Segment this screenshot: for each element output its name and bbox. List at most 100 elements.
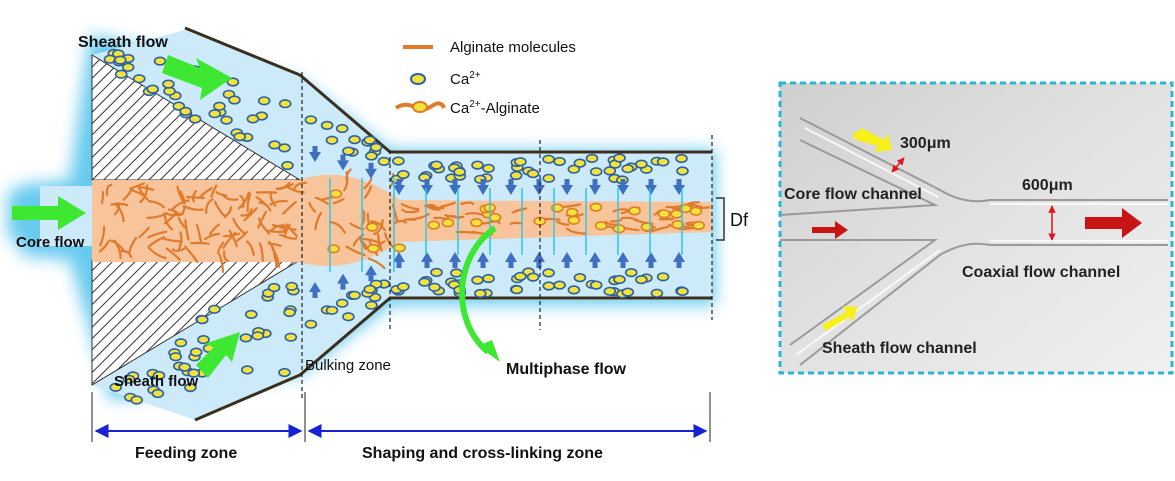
alginate-fiber xyxy=(165,247,181,261)
alginate-fiber xyxy=(370,220,386,232)
compression-arrow-stem xyxy=(648,179,654,185)
ca-ion xyxy=(179,106,192,116)
alginate-fiber xyxy=(269,192,277,207)
ca-ion xyxy=(603,286,617,296)
compression-arrow xyxy=(673,252,685,262)
compression-arrow-stem xyxy=(368,275,374,282)
ca-ion xyxy=(335,123,349,134)
alginate-fiber xyxy=(222,232,241,238)
ca-ion xyxy=(628,206,641,216)
alginate-fiber xyxy=(237,191,250,210)
compression-arrow xyxy=(309,282,321,292)
alginate-fiber xyxy=(455,230,477,234)
compression-arrow xyxy=(449,185,461,195)
ca-ion xyxy=(621,164,635,174)
ca-ion xyxy=(430,267,443,278)
compression-arrow-stem xyxy=(312,292,318,298)
ca-ion xyxy=(122,374,136,384)
ca-ion xyxy=(509,170,523,181)
ca-ion xyxy=(450,268,463,278)
compression-arrow xyxy=(393,185,405,195)
ca-ion xyxy=(612,224,626,234)
ca-ions xyxy=(103,48,706,405)
ca-ion xyxy=(589,280,603,290)
core-flow-label: Core flow xyxy=(16,234,85,251)
compression-arrow xyxy=(645,185,657,195)
compression-arrow-stem xyxy=(452,179,458,185)
compression-arrow-stem xyxy=(564,179,570,185)
ca-ion xyxy=(510,285,524,295)
ca-ion xyxy=(121,62,135,72)
ca-ion xyxy=(246,114,260,124)
compression-arrow xyxy=(617,252,629,262)
alginate-fiber xyxy=(292,181,307,192)
sheath-arrow-top xyxy=(852,128,892,152)
feeding-zone-label: Feeding zone xyxy=(135,445,237,462)
alginate-fiber xyxy=(184,245,199,264)
legend-ca-swatch xyxy=(410,73,426,85)
crosslink-lines xyxy=(329,178,683,272)
alginate-fiber xyxy=(285,185,305,194)
ca-ion xyxy=(114,69,128,79)
alginate-fiber xyxy=(460,201,475,206)
ca-ion xyxy=(692,220,706,231)
ca-ion xyxy=(553,280,566,290)
multiphase-flow-arrow xyxy=(459,225,497,355)
compression-arrow-stem xyxy=(620,179,626,185)
ca-ion xyxy=(365,222,379,232)
ca-ion xyxy=(278,367,291,378)
alginate-fiber xyxy=(649,225,670,233)
ca-ion xyxy=(656,272,670,282)
ca-ion xyxy=(650,288,664,298)
compression-arrow-stem xyxy=(396,179,402,185)
ca-ion xyxy=(482,273,495,284)
alginate-fiber xyxy=(271,224,287,232)
alginate-fiber xyxy=(345,168,352,182)
alginate-fiber xyxy=(146,212,168,219)
width-marker-300 xyxy=(891,157,905,173)
ca-ion xyxy=(132,74,146,84)
alginate-fiber xyxy=(184,219,190,241)
alginate-fiber xyxy=(658,217,671,221)
ca-ion xyxy=(377,156,391,166)
ca-ion xyxy=(603,166,617,176)
ca-ion xyxy=(621,287,635,297)
ca-ion xyxy=(162,79,175,89)
ca-ion xyxy=(589,202,603,212)
ca-ion xyxy=(567,285,581,295)
compression-arrow-stem xyxy=(536,262,542,268)
ca-ion xyxy=(366,243,380,254)
ca-ion xyxy=(329,189,343,199)
alginate-fiber xyxy=(113,239,122,259)
compression-arrow-stem xyxy=(312,146,318,152)
ca-ion xyxy=(488,212,502,223)
ca-ion xyxy=(146,84,159,94)
zone-brackets xyxy=(91,392,711,442)
ca-ion xyxy=(208,304,221,314)
ca-ion xyxy=(514,157,527,167)
alginate-fiber xyxy=(281,224,297,231)
alginate-fiber xyxy=(363,177,373,190)
alginate-fiber xyxy=(282,200,297,215)
compression-arrow-stem xyxy=(452,262,458,268)
ca-ion xyxy=(220,115,233,125)
ca-ion xyxy=(473,288,487,299)
ca-ion xyxy=(470,218,483,228)
compression-arrow xyxy=(477,252,489,262)
compression-arrow-stem xyxy=(676,179,682,185)
alginate-fiber xyxy=(99,225,106,247)
alginate-fiber xyxy=(689,203,703,208)
micrograph-panel: 300μm 600μm Core flow channel Coaxial fl… xyxy=(778,81,1174,375)
alginate-fiber xyxy=(195,224,203,244)
zone-dividers xyxy=(301,72,713,398)
ca-ion xyxy=(363,284,377,294)
alginate-fiber xyxy=(98,240,110,253)
alginate-fiber xyxy=(258,217,271,235)
bulking-zone-label: Bulking zone xyxy=(305,357,391,374)
compression-arrow xyxy=(505,185,517,195)
legend-ca-alginate-label: Ca2+-Alginate xyxy=(450,99,540,117)
ca-ion xyxy=(335,298,349,308)
ca-ion xyxy=(428,282,441,292)
ca-ion xyxy=(257,96,271,106)
alginate-fiber xyxy=(363,185,373,199)
